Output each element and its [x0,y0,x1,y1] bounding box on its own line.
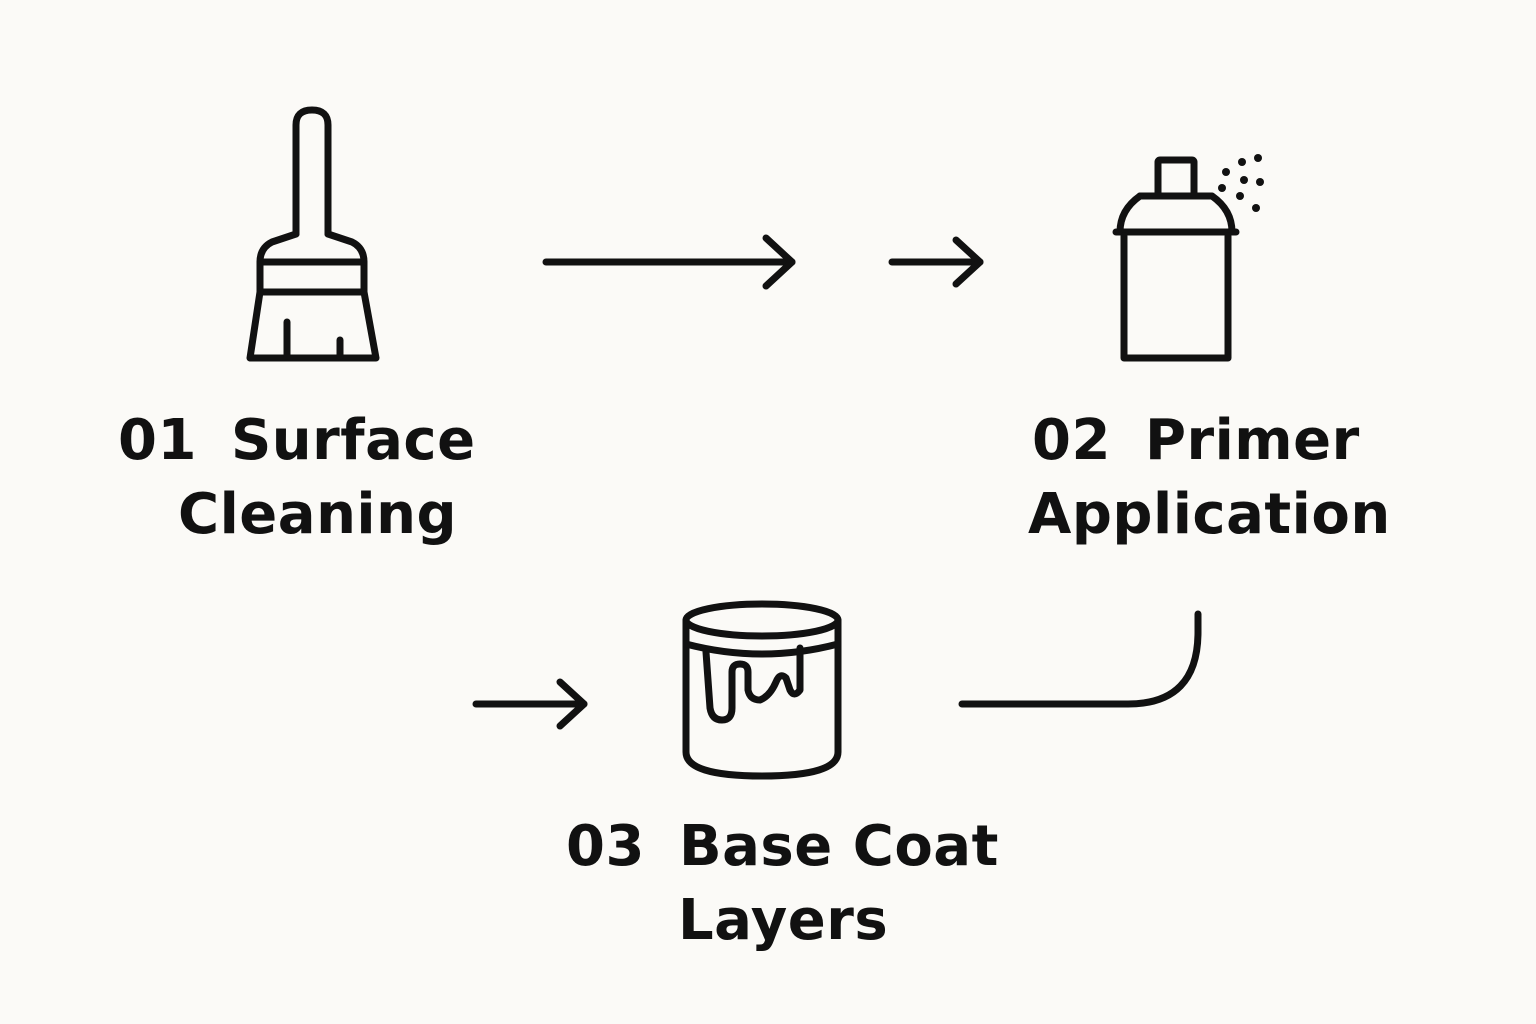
arrow-step1-to-step2 [542,234,796,290]
arrow-into-step2 [888,236,984,288]
step-3-title-line2: Layers [678,888,889,953]
step-2-title-line2: Application [1028,482,1391,547]
step-1-title-line1: Surface [230,408,476,473]
step-3-title-line1: Base Coat [678,814,999,879]
step-3-label: 03 Base Coat Layers [566,810,999,958]
step-1-label: 01 Surface Cleaning [118,404,476,552]
spray-can-icon [1112,156,1240,362]
paintbrush-icon [246,106,380,362]
step-2-label: 02 Primer Application [1028,404,1391,552]
paint-can-icon [682,600,842,780]
spray-mist-dots [1218,154,1264,212]
step-1-number: 01 [118,408,197,473]
arrow-into-step3 [472,678,588,730]
step-1-title-line2: Cleaning [178,482,458,547]
connector-step2-to-step3 [958,610,1202,708]
step-3-number: 03 [566,814,645,879]
step-2-number: 02 [1032,408,1111,473]
step-2-title-line1: Primer [1144,408,1360,473]
